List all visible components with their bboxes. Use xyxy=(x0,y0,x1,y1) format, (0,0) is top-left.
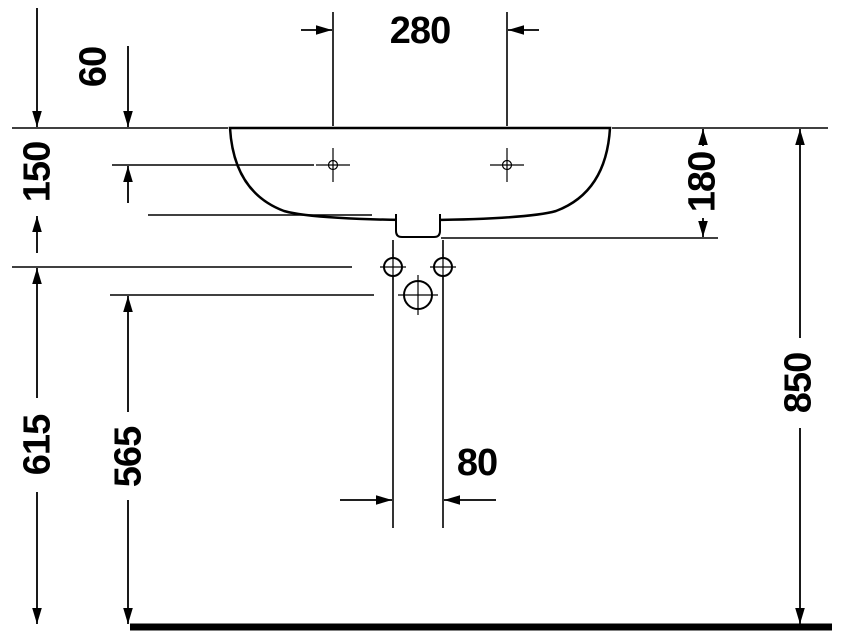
basin-outline xyxy=(228,126,612,222)
dim-label-drain-height: 565 xyxy=(107,426,149,487)
dim-label-rim-to-taps: 60 xyxy=(72,47,114,87)
dim-label-basin-height: 180 xyxy=(681,152,723,212)
tap-hole-right xyxy=(490,148,524,182)
dim-label-outlet-width: 80 xyxy=(457,442,497,484)
dim-label-tap-spacing: 280 xyxy=(390,10,450,52)
dim-label-rim-height: 850 xyxy=(777,353,819,413)
fixing-hole-left xyxy=(380,254,406,280)
tap-hole-left xyxy=(316,148,350,182)
drain-hole xyxy=(398,275,438,315)
dim-label-rim-to-front-edge: 150 xyxy=(16,142,58,202)
basin-outlet-stub xyxy=(395,214,441,238)
dim-label-fixing-height: 615 xyxy=(16,414,58,475)
fixing-hole-right xyxy=(430,254,456,280)
